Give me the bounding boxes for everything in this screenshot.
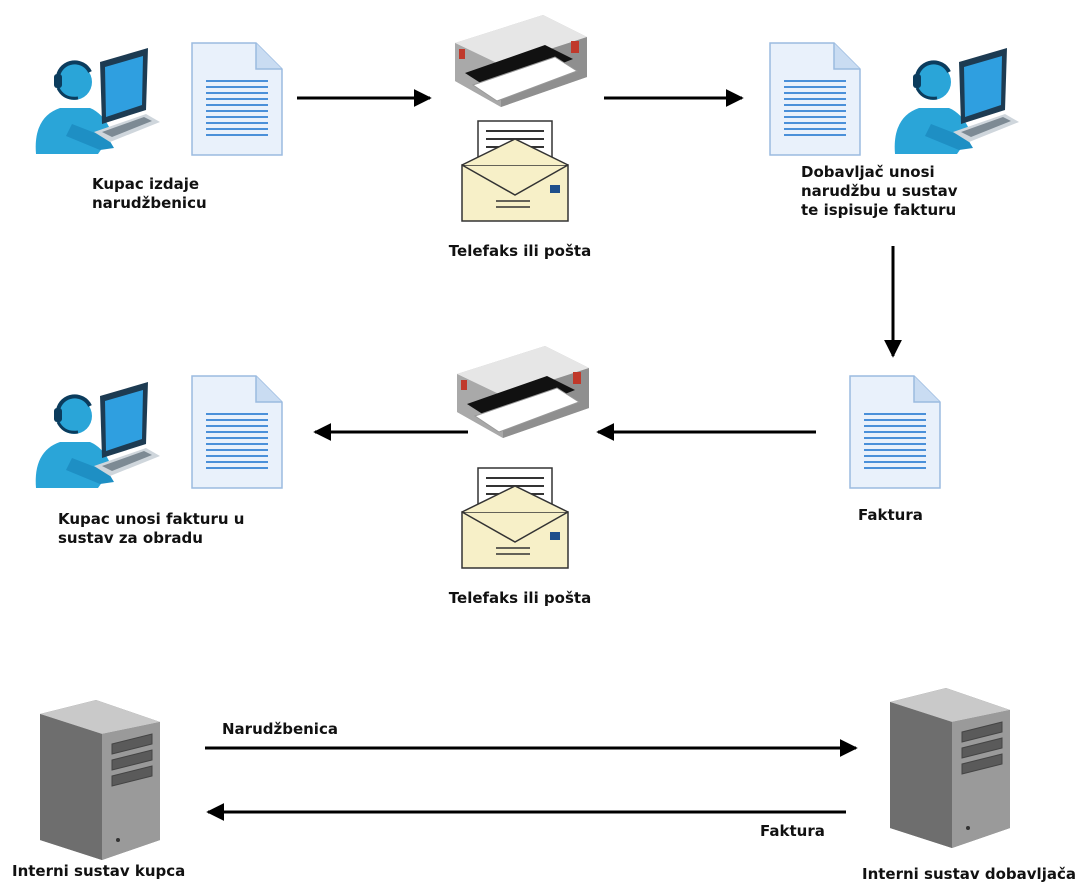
supplier-person-icon <box>892 46 1021 156</box>
printer-icon-2 <box>456 345 590 439</box>
entered-invoice-document-icon <box>191 375 283 489</box>
supplier-enters-order-label: Dobavljač unosi narudžbu u sustav te isp… <box>801 163 958 219</box>
printer-icon <box>454 14 588 108</box>
supplier-server-icon <box>889 687 1011 849</box>
customer-system-label: Interni sustav kupca <box>12 862 186 880</box>
invoice-arrow-label: Faktura <box>760 822 825 840</box>
invoice-document-icon <box>849 375 941 489</box>
envelope-icon-2 <box>461 467 569 569</box>
customer-issues-po-label: Kupac izdaje narudžbenicu <box>92 175 207 212</box>
envelope-icon <box>461 120 569 222</box>
fax-or-mail-label-bottom: Telefaks ili pošta <box>448 589 592 607</box>
fax-or-mail-label-top: Telefaks ili pošta <box>448 242 592 260</box>
customer-person-icon-2 <box>33 380 163 490</box>
supplier-system-label: Interni sustav dobavljača <box>862 865 1076 883</box>
customer-server-icon <box>39 699 161 861</box>
customer-enters-invoice-label: Kupac unosi fakturu u sustav za obradu <box>58 510 245 547</box>
purchase-order-arrow-label: Narudžbenica <box>222 720 338 738</box>
received-order-document-icon <box>769 42 861 156</box>
customer-person-icon <box>33 46 163 156</box>
purchase-order-document-icon <box>191 42 283 156</box>
invoice-document-label: Faktura <box>858 506 923 524</box>
